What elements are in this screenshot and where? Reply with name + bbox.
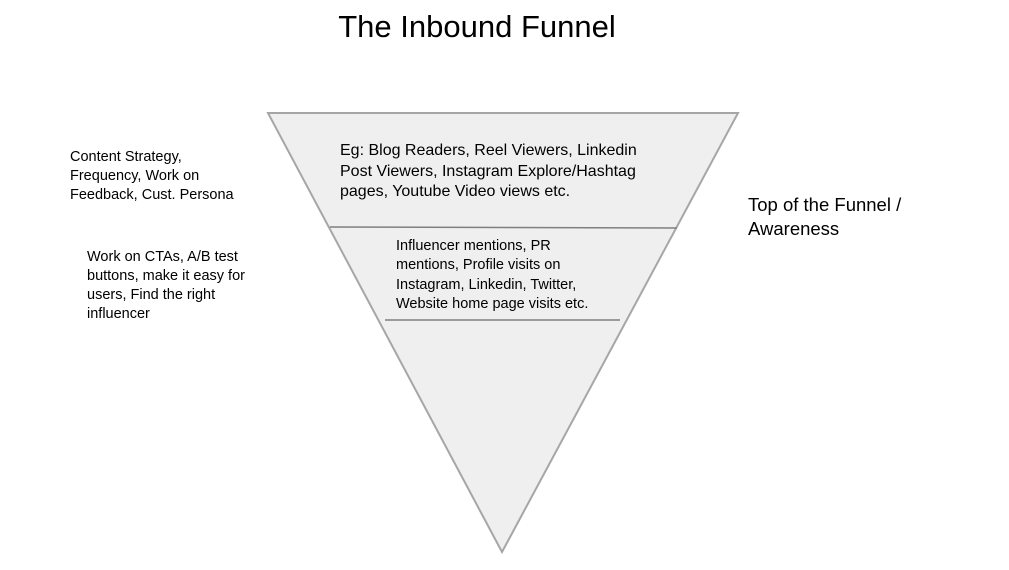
right-label-top-of-funnel: Top of the Funnel / Awareness <box>748 194 902 239</box>
funnel-divider-top <box>329 226 678 229</box>
left-note-cta-optimization: Work on CTAs, A/B test buttons, make it … <box>87 249 245 322</box>
funnel-stage-middle-text: Influencer mentions, PR mentions, Profil… <box>396 238 589 312</box>
left-note-content-strategy: Content Strategy, Frequency, Work on Fee… <box>70 149 234 203</box>
funnel-shape <box>266 112 740 555</box>
funnel-stage-top-text: Eg: Blog Readers, Reel Viewers, Linkedin… <box>340 142 637 200</box>
page-title: The Inbound Funnel <box>338 9 616 44</box>
